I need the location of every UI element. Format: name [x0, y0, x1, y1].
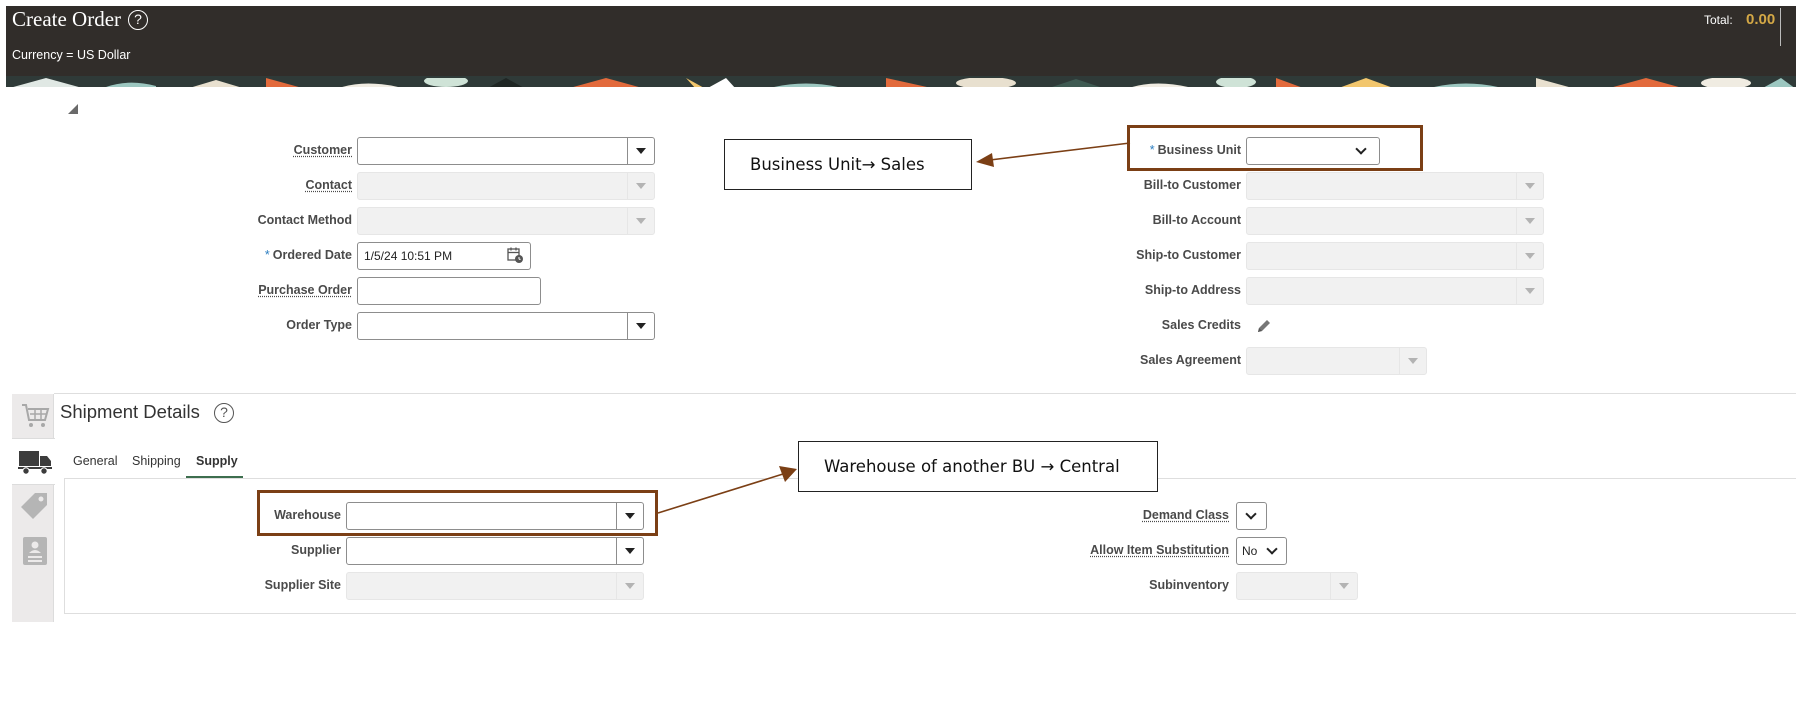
contact-select: [357, 172, 655, 200]
caret-down-icon: [636, 323, 646, 329]
chevron-down-icon: [1266, 543, 1278, 555]
purchase-order-label: Purchase Order: [258, 283, 352, 297]
caret-down-icon: [636, 183, 646, 189]
active-tab-indicator: [186, 476, 243, 479]
allow-item-substitution-label: Allow Item Substitution: [1090, 543, 1229, 557]
caret-down-icon: [1525, 218, 1535, 224]
tab-shipping[interactable]: Shipping: [132, 454, 181, 468]
help-icon[interactable]: ?: [214, 403, 234, 423]
subinventory-label: Subinventory: [1149, 578, 1229, 592]
purchase-order-input[interactable]: [357, 277, 541, 305]
ship-to-customer-label: Ship-to Customer: [1136, 248, 1241, 262]
page-title: Create Order: [12, 7, 122, 31]
contact-method-select: [357, 207, 655, 235]
ordered-date-input[interactable]: 1/5/24 10:51 PM: [357, 242, 531, 270]
annotation-arrow: [657, 466, 797, 514]
bill-to-account-select: [1246, 207, 1544, 235]
section-divider: [54, 393, 1796, 394]
contact-method-label: Contact Method: [257, 213, 352, 227]
contact-label: Contact: [305, 178, 352, 192]
customer-label: Customer: [293, 143, 352, 157]
business-unit-select[interactable]: [1246, 137, 1380, 165]
chevron-down-icon: [1245, 508, 1257, 520]
ordered-date-value: 1/5/24 10:51 PM: [364, 249, 453, 263]
cart-icon[interactable]: [20, 402, 50, 430]
page-header: [6, 6, 1796, 76]
caret-down-icon: [625, 513, 635, 519]
warehouse-dropdown-button[interactable]: [616, 503, 643, 529]
order-type-label: Order Type: [286, 318, 352, 332]
bill-to-customer-label: Bill-to Customer: [1143, 178, 1241, 192]
caret-down-icon: [625, 583, 635, 589]
caret-down-icon: [625, 548, 635, 554]
business-unit-label: *Business Unit: [1149, 143, 1241, 157]
caret-down-icon: [636, 218, 646, 224]
business-unit-highlight: [1127, 125, 1423, 171]
caret-down-icon: [1525, 183, 1535, 189]
currency-label: Currency = US Dollar: [12, 48, 131, 62]
supplier-site-label: Supplier Site: [264, 578, 341, 592]
tab-supply[interactable]: Supply: [196, 454, 238, 468]
order-type-dropdown-button[interactable]: [627, 313, 654, 339]
allow-item-substitution-value: No: [1242, 544, 1258, 558]
demand-class-select[interactable]: [1236, 502, 1267, 530]
shipment-details-title: Shipment Details: [60, 401, 200, 422]
bill-to-customer-select: [1246, 172, 1544, 200]
caret-down-icon: [1408, 358, 1418, 364]
sales-agreement-label: Sales Agreement: [1140, 353, 1241, 367]
total-label: Total:: [1704, 13, 1733, 27]
order-type-select[interactable]: [357, 312, 655, 340]
total-value: 0.00: [1746, 11, 1776, 28]
warehouse-annotation: Warehouse of another BU → Central: [798, 441, 1158, 492]
truck-icon[interactable]: [18, 448, 52, 476]
ship-to-address-label: Ship-to Address: [1144, 283, 1241, 297]
supplier-site-select: [346, 572, 644, 600]
supplier-label: Supplier: [290, 543, 341, 557]
supplier-dropdown-button[interactable]: [616, 538, 643, 564]
help-icon[interactable]: ?: [128, 10, 148, 30]
required-marker: *: [1149, 143, 1155, 157]
collapse-section-icon[interactable]: [68, 104, 78, 114]
warehouse-highlight: [257, 490, 658, 536]
tab-general[interactable]: General: [73, 454, 118, 468]
warehouse-select[interactable]: [346, 502, 644, 530]
required-marker: *: [264, 248, 270, 262]
subinventory-select: [1236, 572, 1358, 600]
edit-pencil-icon[interactable]: [1254, 316, 1274, 336]
customer-select[interactable]: [357, 137, 655, 165]
sales-agreement-select: [1246, 347, 1427, 375]
header-divider: [1780, 8, 1781, 46]
warehouse-label: Warehouse: [274, 508, 341, 522]
price-tag-icon[interactable]: [18, 492, 50, 522]
ordered-date-label: *Ordered Date: [264, 248, 352, 262]
business-unit-annotation: Business Unit→ Sales: [724, 139, 972, 190]
caret-down-icon: [1339, 583, 1349, 589]
annotation-arrow: [976, 142, 1131, 167]
demand-class-label: Demand Class: [1142, 508, 1229, 522]
allow-item-substitution-select[interactable]: No: [1236, 537, 1287, 565]
calendar-icon[interactable]: [506, 246, 524, 264]
sales-credits-label: Sales Credits: [1161, 318, 1241, 332]
customer-dropdown-button[interactable]: [627, 138, 654, 164]
ship-to-customer-select: [1246, 242, 1544, 270]
bill-to-account-label: Bill-to Account: [1152, 213, 1241, 227]
contact-card-icon[interactable]: [22, 536, 48, 566]
ship-to-address-select: [1246, 277, 1544, 305]
caret-down-icon: [636, 148, 646, 154]
caret-down-icon: [1525, 253, 1535, 259]
chevron-down-icon: [1355, 143, 1367, 155]
caret-down-icon: [1525, 288, 1535, 294]
supplier-select[interactable]: [346, 537, 644, 565]
decorative-banner: [6, 76, 1796, 87]
